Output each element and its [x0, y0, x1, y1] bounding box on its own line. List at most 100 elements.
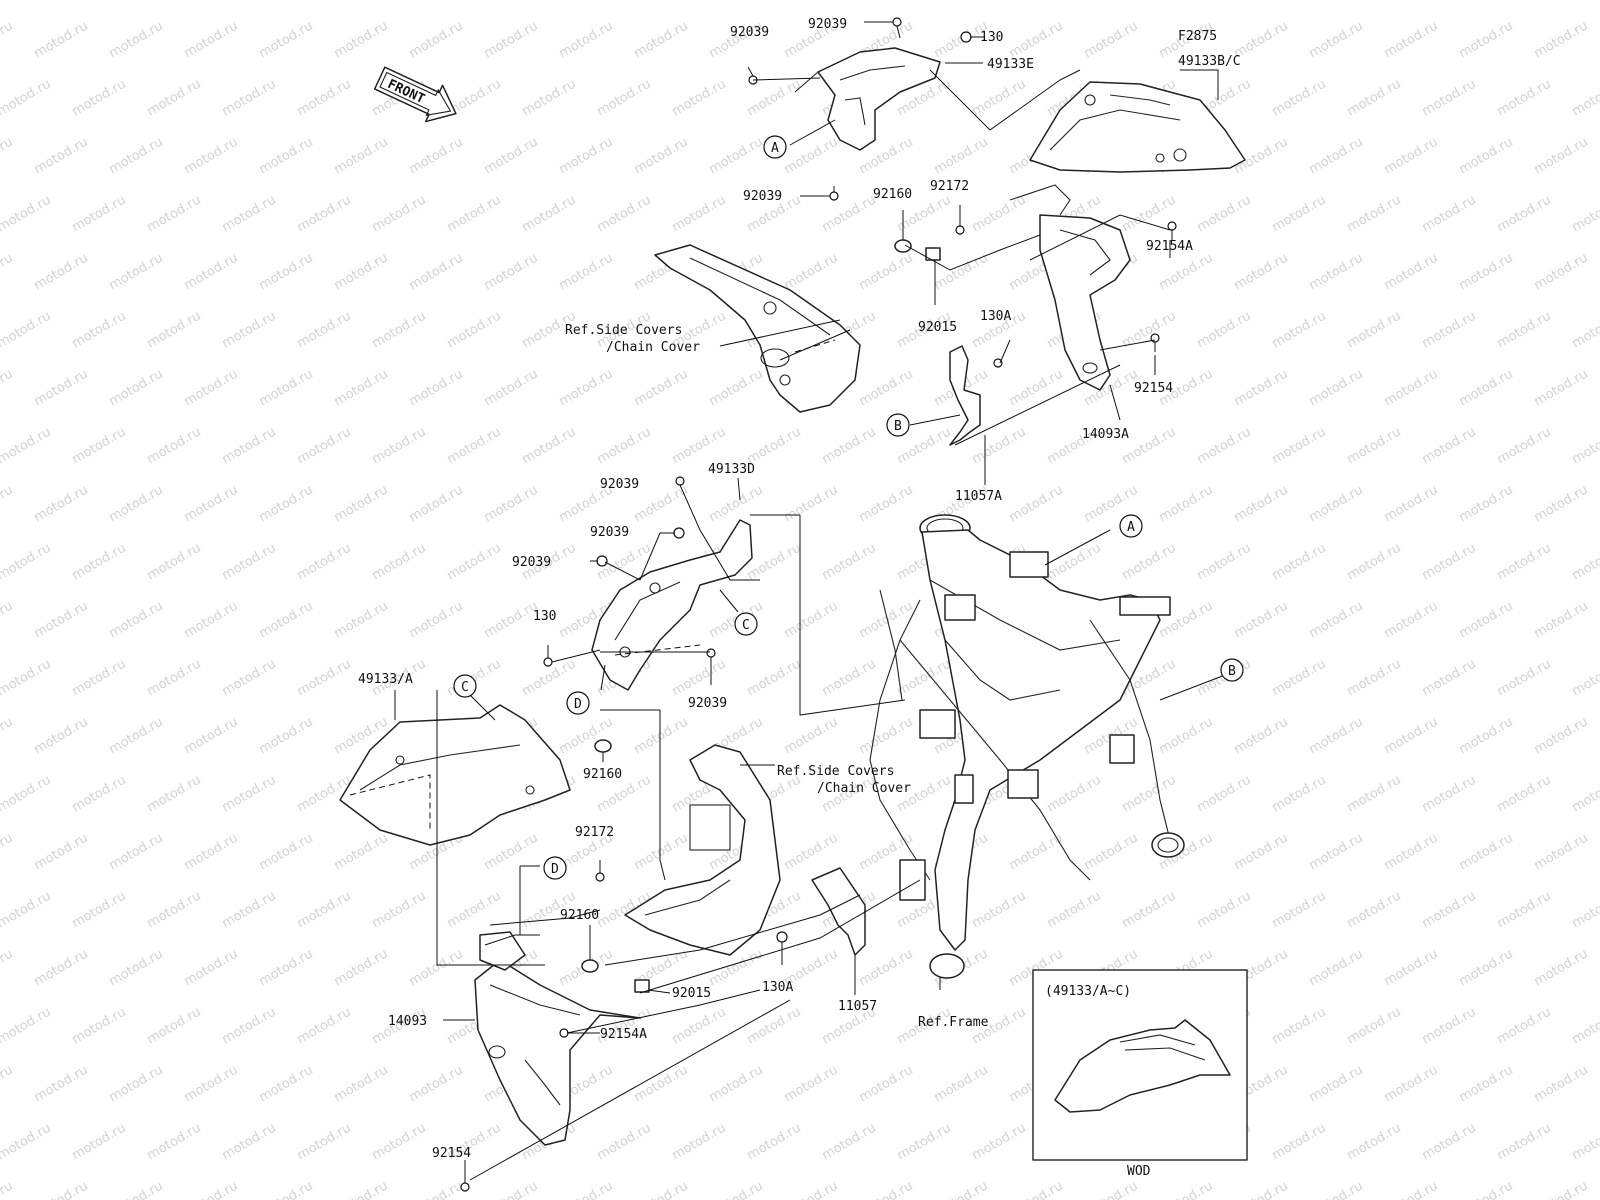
part-92154a-bot: 92154A [600, 1027, 647, 1042]
watermark-text: motod.ru [70, 1121, 129, 1164]
watermark-text: motod.ru [107, 715, 166, 758]
watermark-text: motod.ru [257, 831, 316, 874]
watermark-text: motod.ru [1345, 1005, 1404, 1048]
watermark-text: motod.ru [1345, 77, 1404, 120]
watermark-text: motod.ru [1570, 77, 1600, 120]
watermark-text: motod.ru [707, 135, 766, 178]
watermark-text: motod.ru [1532, 367, 1591, 410]
part-92160-bot: 92160 [583, 767, 622, 782]
watermark-text: motod.ru [482, 599, 541, 642]
watermark-text: motod.ru [145, 309, 204, 352]
upper-inner-cover-49133e [794, 47, 941, 151]
watermark-text: motod.ru [1270, 1005, 1329, 1048]
watermark-text: motod.ru [0, 1121, 54, 1164]
watermark-text: motod.ru [745, 657, 804, 700]
callout-d-lower: D [543, 856, 567, 880]
watermark-text: motod.ru [1007, 1179, 1066, 1200]
watermark-text: motod.ru [1195, 309, 1254, 352]
watermark-text: motod.ru [1195, 425, 1254, 468]
watermark-text: motod.ru [295, 657, 354, 700]
watermark-text: motod.ru [32, 599, 91, 642]
watermark-text: motod.ru [107, 947, 166, 990]
part-130a-top: 130A [980, 309, 1011, 324]
watermark-text: motod.ru [1345, 0, 1404, 3]
part-11057: 11057 [838, 999, 877, 1014]
watermark-text: motod.ru [1232, 1179, 1291, 1200]
ref-frame: Ref.Frame [918, 1015, 989, 1030]
watermark-text: motod.ru [782, 483, 841, 526]
watermark-text: motod.ru [445, 309, 504, 352]
watermark-text: motod.ru [145, 1121, 204, 1164]
watermark-text: motod.ru [1495, 889, 1554, 932]
watermark-text: motod.ru [145, 425, 204, 468]
watermark-text: motod.ru [145, 193, 204, 236]
part-92039-c3: 92039 [512, 555, 551, 570]
watermark-text: motod.ru [0, 0, 54, 3]
watermark-text: motod.ru [670, 0, 729, 3]
watermark-text: motod.ru [557, 19, 616, 62]
watermark-text: motod.ru [1195, 193, 1254, 236]
watermark-text: motod.ru [820, 1121, 879, 1164]
watermark-text: motod.ru [1457, 715, 1516, 758]
watermark-text: motod.ru [1457, 1179, 1516, 1200]
watermark-text: motod.ru [1195, 541, 1254, 584]
part-130-mid: 130 [533, 609, 556, 624]
inner-cover-14093a [1009, 184, 1131, 391]
watermark-text: motod.ru [632, 135, 691, 178]
watermark-text: motod.ru [1570, 309, 1600, 352]
watermark-text: motod.ru [0, 367, 16, 410]
watermark-text: motod.ru [332, 599, 391, 642]
watermark-text: motod.ru [1382, 19, 1441, 62]
watermark-text: motod.ru [0, 77, 54, 120]
part-92160-top: 92160 [873, 187, 912, 202]
watermark-text: motod.ru [1120, 889, 1179, 932]
watermark-text: motod.ru [32, 251, 91, 294]
watermark-text: motod.ru [145, 541, 204, 584]
watermark-text: motod.ru [0, 715, 16, 758]
watermark-text: motod.ru [595, 193, 654, 236]
watermark-text: motod.ru [482, 831, 541, 874]
part-92160-bot2: 92160 [560, 908, 599, 923]
watermark-text: motod.ru [220, 657, 279, 700]
watermark-text: motod.ru [0, 541, 54, 584]
watermark-text: motod.ru [0, 599, 16, 642]
watermark-text: motod.ru [970, 193, 1029, 236]
watermark-text: motod.ru [1232, 831, 1291, 874]
watermark-text: motod.ru [32, 367, 91, 410]
watermark-text: motod.ru [32, 1179, 91, 1200]
leader-lines [394, 21, 1226, 1183]
watermark-text: motod.ru [782, 831, 841, 874]
watermark-text: motod.ru [182, 599, 241, 642]
watermark-text: motod.ru [557, 135, 616, 178]
callout-b-top: B [886, 413, 910, 437]
watermark-text: motod.ru [1270, 193, 1329, 236]
watermark-text: motod.ru [1382, 367, 1441, 410]
watermark-text: motod.ru [257, 715, 316, 758]
watermark-text: motod.ru [182, 367, 241, 410]
watermark-text: motod.ru [782, 599, 841, 642]
watermark-text: motod.ru [370, 425, 429, 468]
part-92039-mid-top: 92039 [743, 189, 782, 204]
part-92015-top: 92015 [918, 320, 957, 335]
watermark-text: motod.ru [1307, 831, 1366, 874]
watermark-text: motod.ru [370, 541, 429, 584]
watermark-text: motod.ru [70, 773, 129, 816]
watermark-text: motod.ru [1082, 831, 1141, 874]
watermark-text: motod.ru [0, 831, 16, 874]
watermark-text: motod.ru [1307, 367, 1366, 410]
watermark-text: motod.ru [1570, 425, 1600, 468]
callout-a-top-label: A [771, 141, 779, 156]
watermark-text: motod.ru [295, 541, 354, 584]
watermark-text: motod.ru [332, 135, 391, 178]
watermark-text: motod.ru [332, 831, 391, 874]
watermark-text: motod.ru [857, 947, 916, 990]
watermark-text: motod.ru [520, 425, 579, 468]
watermark-text: motod.ru [0, 1005, 54, 1048]
watermark-text: motod.ru [107, 1179, 166, 1200]
watermark-text: motod.ru [407, 19, 466, 62]
inset-caption: WOD [1127, 1164, 1151, 1179]
part-92039-c1: 92039 [600, 477, 639, 492]
part-92039-c2: 92039 [590, 525, 629, 540]
watermark-text: motod.ru [107, 1063, 166, 1106]
part-labels: F2875 92039 92039 130 49133E 49133B/C 92… [358, 17, 1241, 1161]
